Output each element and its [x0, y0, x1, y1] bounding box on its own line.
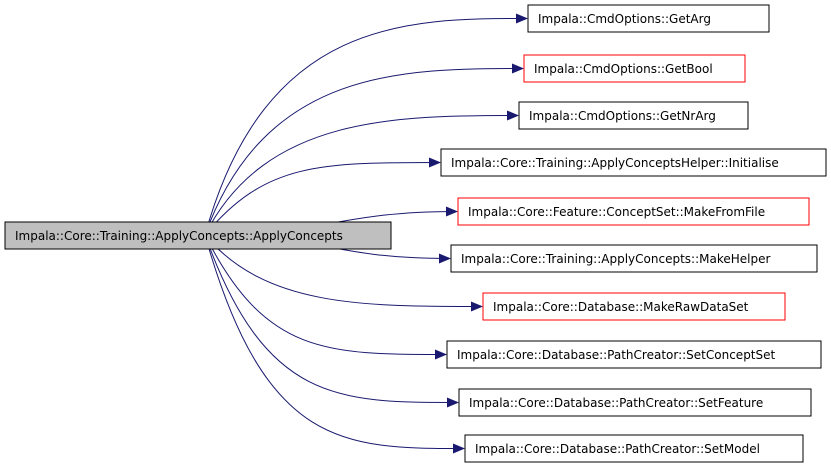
call-edge: [204, 110, 519, 236]
node-box: [440, 148, 827, 177]
node-initialise[interactable]: Impala::Core::Training::ApplyConceptsHel…: [440, 148, 827, 177]
node-box: [446, 340, 822, 369]
node-label: Impala::Core::Database::PathCreator::Set…: [475, 442, 760, 456]
node-box: [458, 388, 812, 417]
node-box: [4, 221, 392, 250]
node-set-feature[interactable]: Impala::Core::Database::PathCreator::Set…: [458, 388, 812, 417]
node-make-helper[interactable]: Impala::Core::Training::ApplyConcepts::M…: [450, 244, 818, 273]
node-get-bool[interactable]: Impala::CmdOptions::GetBool: [523, 54, 746, 83]
node-box: [482, 292, 786, 321]
call-edge: [204, 157, 441, 236]
node-label: Impala::CmdOptions::GetArg: [538, 12, 711, 26]
node-label: Impala::Core::Training::ApplyConcepts::A…: [15, 229, 343, 243]
node-label: Impala::Core::Training::ApplyConceptsHel…: [451, 156, 779, 170]
node-make-raw-data-set[interactable]: Impala::Core::Database::MakeRawDataSet: [482, 292, 786, 321]
node-label: Impala::Core::Database::MakeRawDataSet: [493, 300, 749, 314]
node-box: [457, 197, 810, 226]
node-get-nr-arg[interactable]: Impala::CmdOptions::GetNrArg: [518, 101, 749, 130]
node-box: [527, 4, 770, 33]
call-edge: [204, 234, 483, 312]
call-edge: [204, 63, 524, 236]
node-box: [450, 244, 818, 273]
node-label: Impala::CmdOptions::GetBool: [534, 62, 713, 76]
node-box: [518, 101, 749, 130]
node-label: Impala::Core::Training::ApplyConcepts::M…: [461, 252, 770, 266]
node-make-from-file[interactable]: Impala::Core::Feature::ConceptSet::MakeF…: [457, 197, 810, 226]
node-label: Impala::CmdOptions::GetNrArg: [529, 109, 716, 123]
node-set-model[interactable]: Impala::Core::Database::PathCreator::Set…: [464, 434, 804, 463]
node-label: Impala::Core::Database::PathCreator::Set…: [457, 348, 776, 362]
node-get-arg[interactable]: Impala::CmdOptions::GetArg: [527, 4, 770, 33]
node-label: Impala::Core::Feature::ConceptSet::MakeF…: [468, 205, 765, 219]
call-edge: [204, 234, 447, 360]
node-apply-concepts[interactable]: Impala::Core::Training::ApplyConcepts::A…: [4, 221, 392, 250]
call-edge: [204, 234, 459, 408]
node-box: [464, 434, 804, 463]
call-edge: [204, 234, 465, 454]
node-set-concept-set[interactable]: Impala::Core::Database::PathCreator::Set…: [446, 340, 822, 369]
node-box: [523, 54, 746, 83]
node-label: Impala::Core::Database::PathCreator::Set…: [469, 396, 763, 410]
call-edge: [204, 13, 528, 236]
